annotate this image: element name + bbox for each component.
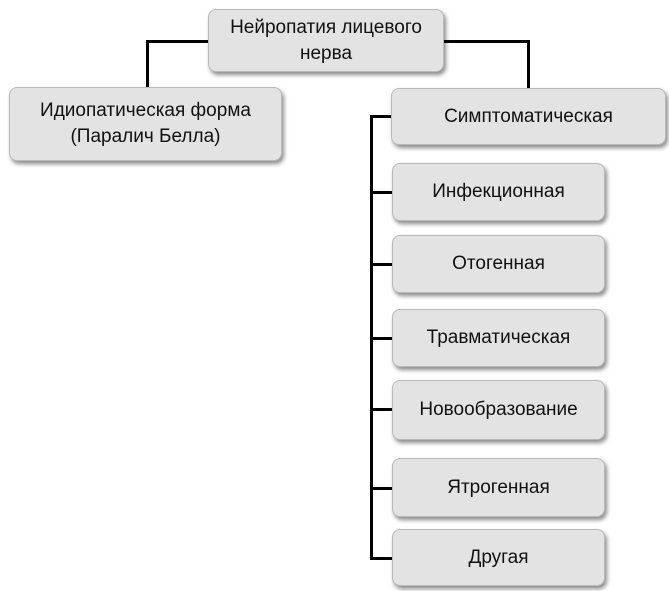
subtype-label: Травматическая — [426, 327, 571, 348]
connector-subtype-2 — [370, 263, 392, 266]
symptomatic-node: Симптоматическая — [391, 88, 666, 145]
connector-subtype-4 — [370, 408, 392, 411]
connector-root-left — [146, 40, 208, 43]
connector-left-down — [146, 40, 149, 87]
idiopathic-node: Идиопатическая форма (Паралич Белла) — [9, 87, 282, 161]
root-node: Нейропатия лицевого нерва — [208, 9, 444, 72]
connector-subtype-3 — [370, 337, 392, 340]
subtype-label: Другая — [468, 546, 529, 568]
root-label: Нейропатия лицевого нерва — [230, 16, 422, 64]
subtype-label: Новообразование — [419, 399, 578, 420]
subtype-otogenic: Отогенная — [392, 235, 605, 293]
connector-subtype-6 — [370, 557, 392, 560]
subtype-neoplasm: Новообразование — [392, 380, 605, 440]
symptomatic-label: Симптоматическая — [444, 105, 613, 127]
subtype-other: Другая — [392, 529, 605, 586]
connector-symptomatic-stub — [370, 115, 391, 118]
subtype-label: Ятрогенная — [447, 476, 550, 498]
subtype-infectious: Инфекционная — [392, 163, 605, 221]
connector-subtype-5 — [370, 487, 392, 490]
connector-right-down — [527, 40, 530, 88]
subtype-label: Инфекционная — [432, 181, 565, 202]
subtype-label: Отогенная — [452, 253, 545, 274]
subtype-iatrogenic: Ятрогенная — [392, 458, 605, 517]
connector-subtype-1 — [370, 191, 392, 194]
connector-root-right — [443, 40, 530, 43]
idiopathic-label: Идиопатическая форма (Паралич Белла) — [40, 100, 251, 147]
subtype-traumatic: Травматическая — [392, 309, 605, 367]
